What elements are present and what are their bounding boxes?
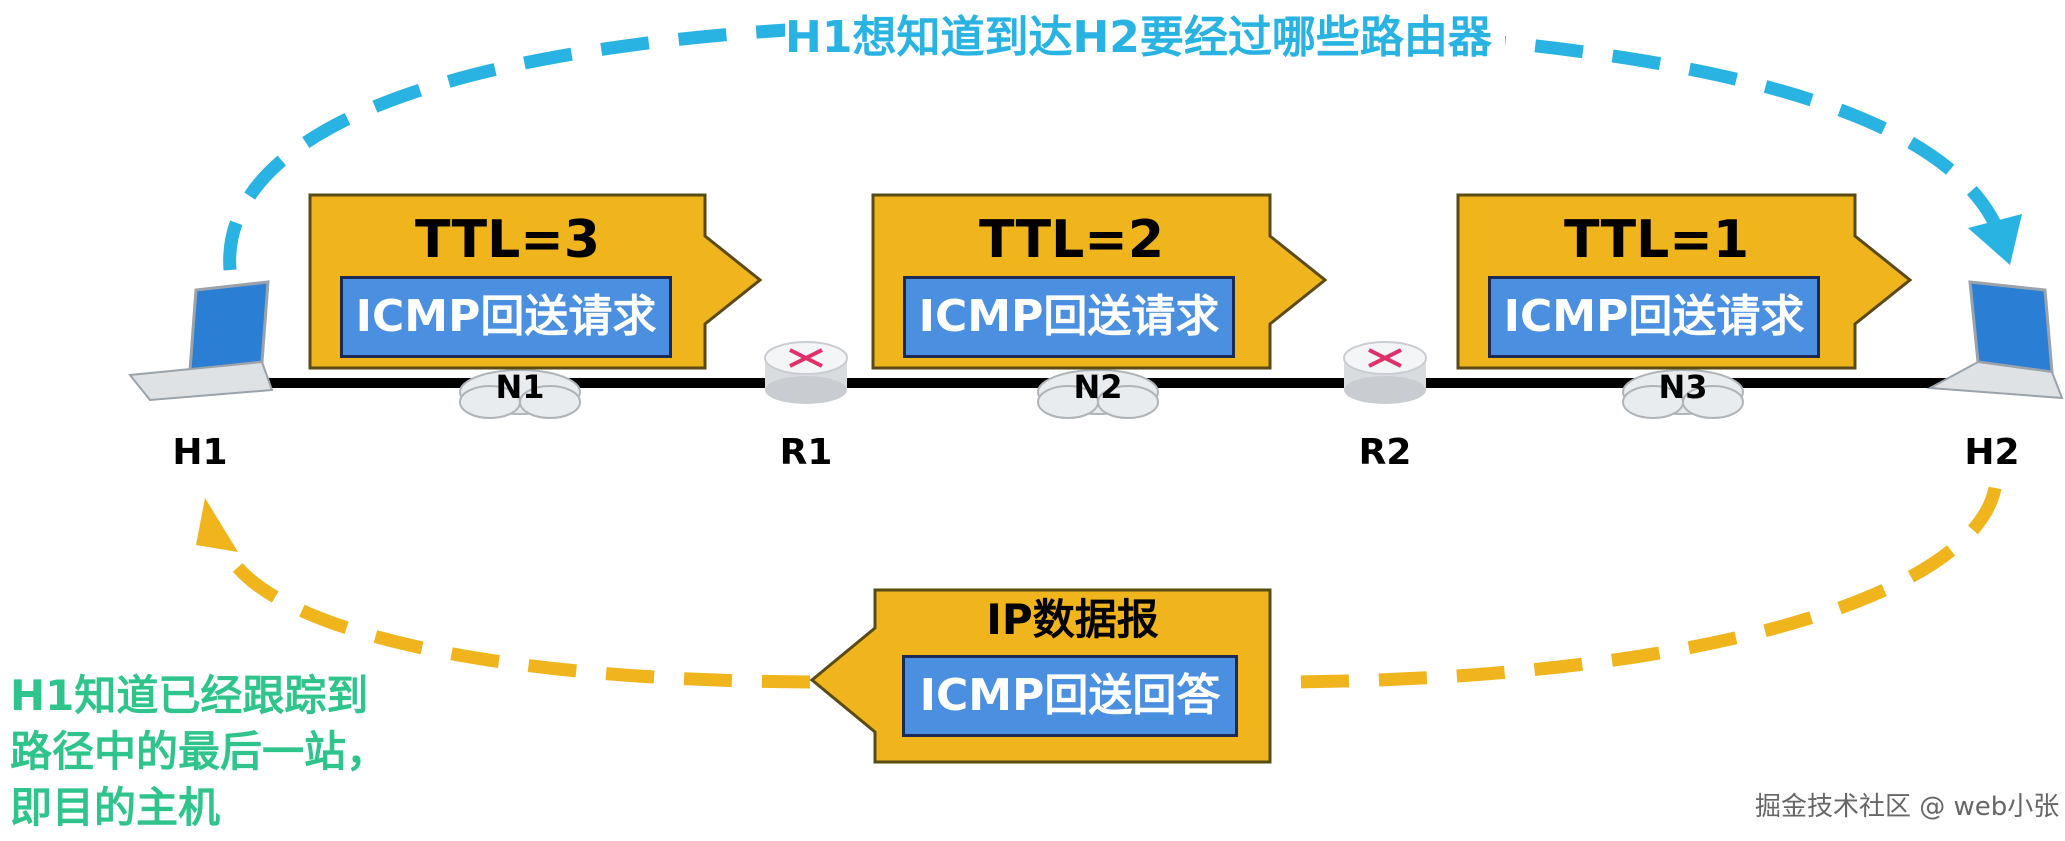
reply-payload-label: ICMP回送回答 [902,655,1238,737]
laptop-icon [1926,280,2064,400]
conclusion-line: 路径中的最后一站， [10,727,389,776]
reply-path-left [215,537,811,689]
conclusion-line: H1知道已经跟踪到 [10,671,369,720]
node-label-r1: R1 [779,432,833,473]
diagram-title: H1想知道到达H2要经过哪些路由器 [785,8,1505,68]
request-arrowhead-icon [1968,214,2022,265]
reply-header-label: IP数据报 [986,595,1159,644]
node-label-r2: R2 [1358,432,1412,473]
network-label-n2: N2 [1073,368,1123,406]
reply-path-right [1279,486,2002,689]
cloud-icon [459,369,581,419]
cloud-icon [1622,369,1744,419]
router-icon [764,341,848,404]
laptop-icon [128,280,274,402]
packet-payload-label: ICMP回送请求 [1488,276,1820,358]
node-label-h1: H1 [172,432,228,473]
packet-ttl-label: TTL=1 [1563,210,1750,270]
packet-ttl-label: TTL=3 [414,210,601,270]
network-label-n1: N1 [495,368,545,406]
reply-arrowhead-icon [196,498,238,552]
network-label-n3: N3 [1658,368,1708,406]
packet-payload-label: ICMP回送请求 [340,276,672,358]
packet-payload-label: ICMP回送请求 [903,276,1235,358]
node-label-h2: H2 [1964,432,2020,473]
cloud-icon [1037,369,1159,419]
packet-ttl-label: TTL=2 [978,210,1165,270]
conclusion-text: H1知道已经跟踪到 路径中的最后一站， 即目的主机 [10,668,440,836]
watermark: 掘金技术社区 @ web小张 [1755,792,2060,822]
router-icon [1343,341,1427,404]
conclusion-line: 即目的主机 [10,783,221,832]
